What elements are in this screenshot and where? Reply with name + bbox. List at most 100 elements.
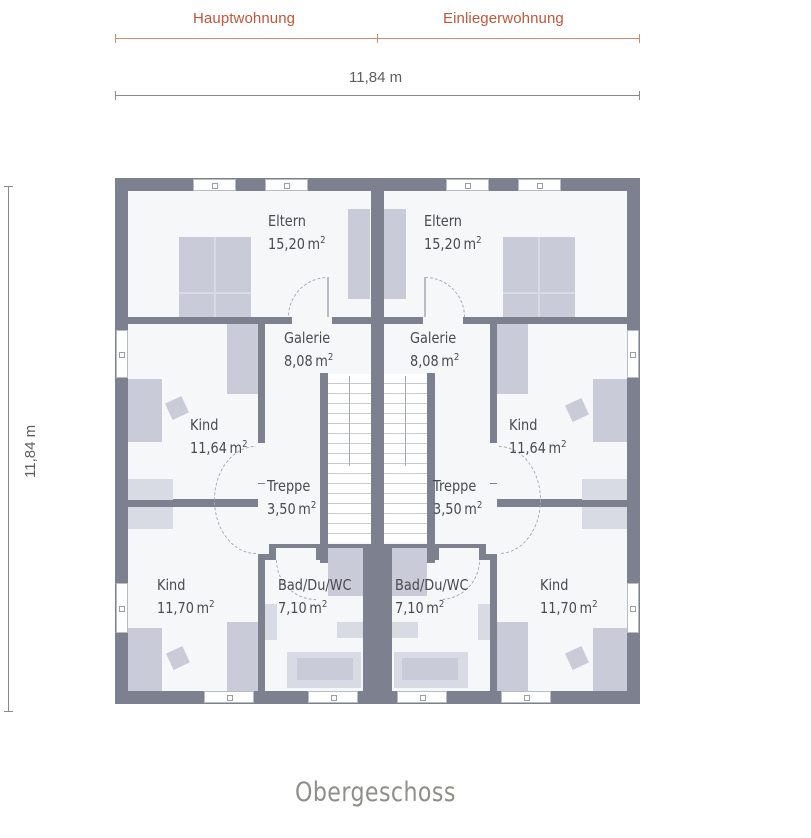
room-bad-right: Bad/Du/WC 7,10 m2 <box>395 575 469 618</box>
room-name: Eltern <box>424 212 462 230</box>
window-top-1 <box>193 179 236 191</box>
wardrobe-eltern-right <box>384 209 406 299</box>
bed-pillow-line-left <box>179 292 251 294</box>
room-treppe-right: Treppe 3,50 m2 <box>433 476 482 519</box>
wall-kind-divider-right <box>537 500 627 507</box>
window-left-1 <box>116 330 128 378</box>
wardrobe-kind-top-left <box>227 324 258 394</box>
room-eltern-left: Eltern 15,20 m2 <box>268 211 326 254</box>
door-opening-bad-right <box>439 548 479 562</box>
window-bottom-3 <box>397 691 447 703</box>
door-opening-kind-top-right <box>486 443 500 483</box>
room-area: 3,50 m2 <box>433 500 483 518</box>
width-tick-right <box>639 91 640 100</box>
wardrobe-kind-top-right <box>497 324 528 394</box>
height-tick-bottom <box>4 711 13 712</box>
room-area: 11,70 m2 <box>157 599 215 617</box>
room-area: 3,50 m2 <box>267 500 317 518</box>
room-area: 7,10 m2 <box>278 599 328 617</box>
room-area: 7,10 m2 <box>395 599 445 617</box>
width-dimension-line <box>115 95 640 96</box>
room-area: 15,20 m2 <box>424 235 482 253</box>
room-name: Treppe <box>267 477 311 495</box>
stair-handrail-right <box>405 376 406 466</box>
room-name: Bad/Du/WC <box>395 576 469 594</box>
desk-kind-top-right <box>593 379 627 442</box>
floor-title: Obergeschoss <box>295 777 456 808</box>
window-bottom-2 <box>308 691 358 703</box>
room-galerie-right: Galerie 8,08 m2 <box>410 328 459 371</box>
height-dimension-label: 11,84 m <box>22 424 39 478</box>
bathtub-basin-right <box>402 658 458 680</box>
room-area: 11,64 m2 <box>509 439 567 457</box>
height-tick-top <box>4 186 13 187</box>
room-name: Galerie <box>410 329 457 347</box>
washbasin-right <box>478 604 490 640</box>
section-label-hauptwohnung: Hauptwohnung <box>193 10 296 27</box>
room-area: 15,20 m2 <box>268 235 326 253</box>
shelf-kind-top-left <box>128 479 173 500</box>
room-area: 8,08 m2 <box>284 352 334 370</box>
section-tick-left <box>115 34 116 43</box>
room-bad-left: Bad/Du/WC 7,10 m2 <box>278 575 352 618</box>
window-left-2 <box>116 583 128 633</box>
bed-pillow-line-right <box>503 292 575 294</box>
height-dimension-line <box>8 186 9 712</box>
desk-kind-bottom-right <box>593 628 627 691</box>
room-kind-bottom-left: Kind 11,70 m2 <box>157 575 215 618</box>
bathtub-basin-left <box>297 658 353 680</box>
window-right-1 <box>627 330 639 378</box>
door-leaf-eltern-right <box>424 277 426 317</box>
room-name: Eltern <box>268 212 306 230</box>
room-area: 11,70 m2 <box>540 599 598 617</box>
room-name: Kind <box>157 576 186 594</box>
section-label-einliegerwohnung: Einliegerwohnung <box>443 10 564 27</box>
desk-kind-bottom-left <box>128 628 162 691</box>
door-opening-eltern-right <box>423 315 463 327</box>
shelf-kind-bottom-right <box>582 507 627 529</box>
room-name: Kind <box>509 416 538 434</box>
room-area: 8,08 m2 <box>410 352 460 370</box>
room-name: Kind <box>190 416 219 434</box>
section-tick-right <box>639 34 640 43</box>
washbasin-left <box>265 604 277 640</box>
window-bottom-1 <box>204 691 254 703</box>
room-treppe-left: Treppe 3,50 m2 <box>267 476 316 519</box>
window-right-2 <box>627 583 639 633</box>
bed-divider-right <box>538 237 540 317</box>
section-tick-middle <box>377 34 378 43</box>
bed-divider-left <box>214 237 216 317</box>
shower-right <box>392 548 427 596</box>
stair-wall-right <box>427 373 435 563</box>
room-name: Kind <box>540 576 569 594</box>
stair-handrail-left <box>349 376 350 466</box>
room-name: Bad/Du/WC <box>278 576 352 594</box>
window-top-2 <box>265 179 308 191</box>
toilet-left <box>337 622 363 638</box>
room-name: Galerie <box>284 329 331 347</box>
wall-kind-divider-left <box>128 500 218 507</box>
shelf-kind-top-right <box>582 479 627 500</box>
room-kind-top-left: Kind 11,64 m2 <box>190 415 248 458</box>
room-area: 11,64 m2 <box>190 439 248 457</box>
stair-wall-left <box>320 373 328 563</box>
door-opening-eltern-left <box>292 315 332 327</box>
room-kind-bottom-right: Kind 11,70 m2 <box>540 575 598 618</box>
shower-left <box>328 548 363 596</box>
width-dimension-label: 11,84 m <box>349 69 403 86</box>
door-opening-bad-left <box>276 548 316 562</box>
window-top-3 <box>446 179 489 191</box>
room-galerie-left: Galerie 8,08 m2 <box>284 328 333 371</box>
wardrobe-kind-bottom-left <box>227 622 258 691</box>
wardrobe-eltern-left <box>348 209 370 299</box>
door-opening-kind-bottom-right <box>486 512 500 554</box>
door-opening-kind-top-left <box>255 443 269 483</box>
room-name: Treppe <box>433 477 477 495</box>
door-leaf-eltern-left <box>327 277 329 317</box>
shelf-kind-bottom-left <box>128 507 173 529</box>
window-bottom-4 <box>501 691 551 703</box>
door-opening-kind-bottom-left <box>255 512 269 554</box>
width-tick-left <box>115 91 116 100</box>
wardrobe-kind-bottom-right <box>497 622 528 691</box>
toilet-right <box>392 622 418 638</box>
